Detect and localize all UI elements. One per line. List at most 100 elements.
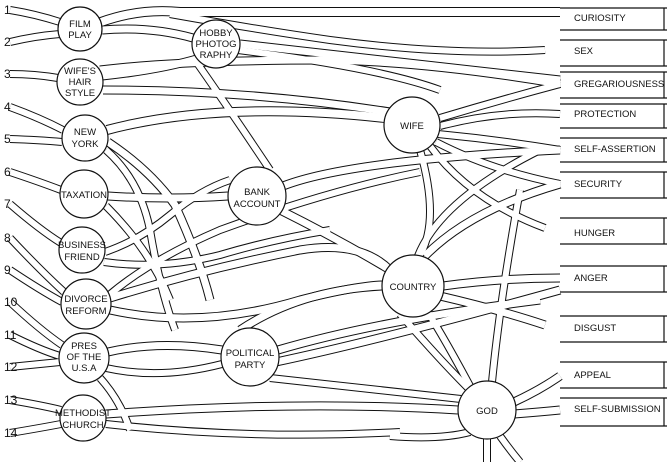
tube-fill (105, 361, 223, 377)
node-label: FILM (69, 19, 91, 30)
tube-fill (192, 58, 273, 172)
tube-fill (103, 227, 331, 268)
node-label: FRIEND (64, 252, 100, 263)
tube-fill (9, 7, 61, 25)
tube-fill (389, 429, 471, 441)
row-number: 5 (4, 132, 11, 146)
row-number: 1 (4, 3, 11, 17)
node-label: CHURCH (62, 420, 103, 431)
tube-fill (439, 110, 561, 129)
row-number: 10 (4, 295, 18, 309)
node-new-york: NEW YORK (61, 114, 109, 162)
tube-fill (102, 86, 391, 116)
tube-fill (8, 267, 64, 305)
tube-fill (434, 139, 561, 187)
tube-fill (422, 180, 561, 259)
drive-label-disgust: DISGUST (574, 323, 616, 334)
drive-channel (560, 397, 667, 427)
row-number: 3 (4, 67, 11, 81)
row-number: 12 (4, 360, 18, 374)
node-label: U.S.A (72, 363, 97, 374)
drive-label-sex: SEX (574, 46, 594, 57)
node-label: BANK (244, 187, 271, 198)
tube-fill (107, 192, 229, 202)
drive-label-security: SECURITY (574, 179, 623, 190)
node-label: REFORM (65, 306, 106, 317)
row-number: 6 (4, 165, 11, 179)
tube-fill (397, 312, 473, 393)
tube-fill (442, 274, 561, 290)
drive-channel (560, 361, 667, 389)
tube-fill (105, 421, 401, 438)
tube-fill (9, 421, 62, 436)
node-wifes-hair-style: WIFE'S HAIR STYLE (56, 58, 104, 106)
tube-fill (281, 146, 561, 190)
tube-fill (269, 375, 471, 403)
row-number: 13 (4, 393, 18, 407)
tube-fill (9, 397, 62, 413)
node-label: BUSINESS (58, 240, 106, 251)
tubes-layer (7, 6, 563, 462)
drive-label-anger: ANGER (574, 273, 608, 284)
node-country: COUNTRY (381, 254, 445, 318)
row-number: 7 (4, 197, 11, 211)
tube-fill (497, 434, 523, 462)
tube-fill (7, 235, 67, 295)
node-taxation: TAXATION (59, 169, 109, 219)
tube-fill (9, 71, 59, 81)
tube-fill (437, 131, 561, 153)
tube-fill (275, 286, 561, 366)
node-film-play: FILM PLAY (57, 6, 103, 52)
tube-fill (427, 144, 547, 231)
node-label: PHOTOG (196, 39, 237, 50)
tube-fill (8, 332, 61, 359)
node-label: HOBBY (199, 28, 233, 39)
tube-fill (9, 169, 63, 193)
tube-fill (107, 341, 223, 356)
nodes-layer: FILM PLAY WIFE'S HAIR STYLE NEW YORK TAX… (55, 6, 517, 442)
drive-label-curiosity: CURIOSITY (574, 13, 626, 24)
drive-label-self-submission: SELF-SUBMISSION (574, 404, 661, 415)
node-label: METHODIST (55, 408, 111, 419)
node-label: PRES (71, 341, 97, 352)
row-number: 9 (4, 263, 11, 277)
tube-fill (105, 402, 459, 418)
node-label: POLITICAL (226, 348, 275, 359)
node-label: YORK (72, 139, 100, 150)
drive-channel (560, 137, 667, 163)
row-number: 4 (4, 100, 11, 114)
node-god: GOD (457, 380, 517, 440)
drive-channel (560, 217, 667, 245)
drive-channel (560, 315, 667, 343)
drive-label-hunger: HUNGER (574, 228, 615, 239)
tube-fill (513, 406, 561, 418)
drive-channel (560, 103, 667, 129)
drive-channel (560, 7, 667, 31)
tube-fill (106, 169, 421, 299)
tube-fill (9, 136, 63, 145)
tube-fill (99, 56, 561, 88)
tube-fill (237, 47, 442, 93)
node-label: WIFE (400, 121, 424, 132)
row-number: 2 (4, 35, 11, 49)
node-wife: WIFE (383, 96, 441, 154)
node-bank-account: BANK ACCOUNT (227, 166, 287, 226)
node-label: NEW (74, 127, 96, 138)
tube-fill (106, 139, 214, 301)
node-hobby-photography: HOBBY PHOTOG RAPHY (191, 19, 241, 69)
node-label: COUNTRY (390, 282, 437, 293)
tube-fill (512, 373, 563, 406)
node-label: HAIR (69, 77, 92, 88)
tube-fill (415, 147, 542, 258)
row-number: 11 (4, 328, 17, 342)
tube-fill (103, 203, 173, 302)
tube-fill (278, 206, 392, 274)
right-labels: CURIOSITY SEX GREGARIOUSNESS PROTECTION … (574, 13, 664, 415)
row-number: 8 (4, 231, 11, 245)
tube-fill (8, 201, 63, 246)
tube-fill (9, 359, 61, 370)
node-label: ACCOUNT (234, 199, 281, 210)
node-label: WIFE'S (64, 66, 96, 77)
tube-fill (8, 104, 65, 133)
node-political-party: POLITICAL PARTY (220, 327, 280, 387)
